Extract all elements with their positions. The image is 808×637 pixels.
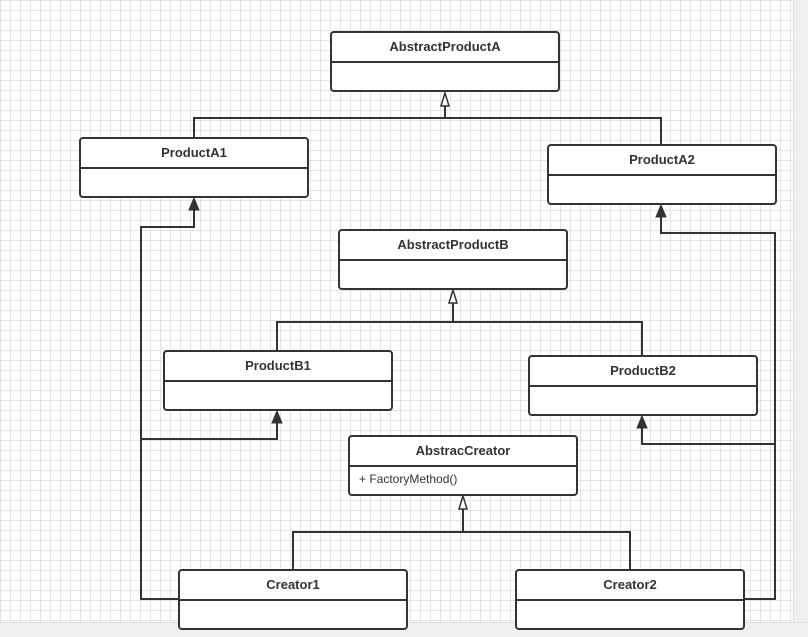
class-product-b1[interactable]: ProductB1 bbox=[163, 350, 393, 411]
dependency-creator2-a2 bbox=[660, 215, 776, 600]
class-members bbox=[180, 601, 406, 628]
generalization-creator2 bbox=[463, 531, 631, 569]
class-members bbox=[165, 382, 391, 409]
class-creator2[interactable]: Creator2 bbox=[515, 569, 745, 630]
inherit-arrow-creator bbox=[457, 493, 469, 510]
class-abstract-product-b[interactable]: AbstractProductB bbox=[338, 229, 568, 290]
class-name: AbstracCreator bbox=[350, 437, 576, 467]
inherit-arrow-a bbox=[439, 90, 451, 107]
class-creator1[interactable]: Creator1 bbox=[178, 569, 408, 630]
class-product-a2[interactable]: ProductA2 bbox=[547, 144, 777, 205]
generalization-creator1 bbox=[292, 505, 464, 569]
vertical-scrollbar[interactable] bbox=[793, 0, 808, 637]
class-members bbox=[332, 63, 558, 90]
class-members bbox=[340, 261, 566, 288]
class-name: AbstractProductB bbox=[340, 231, 566, 261]
class-name: ProductB1 bbox=[165, 352, 391, 382]
diagram-canvas[interactable] bbox=[0, 0, 793, 622]
generalization-a2 bbox=[445, 117, 662, 144]
class-members: + FactoryMethod() bbox=[359, 472, 458, 486]
class-name: Creator2 bbox=[517, 571, 743, 601]
class-name: AbstractProductA bbox=[332, 33, 558, 63]
class-members bbox=[517, 601, 743, 628]
generalization-b2 bbox=[453, 321, 643, 355]
arrow-to-b1 bbox=[271, 409, 283, 424]
class-members bbox=[530, 387, 756, 414]
arrow-to-b2 bbox=[636, 414, 648, 429]
dependency-creator2-b2 bbox=[641, 426, 775, 445]
inherit-arrow-b bbox=[447, 287, 459, 304]
class-name: Creator1 bbox=[180, 571, 406, 601]
generalization-a1 bbox=[193, 102, 446, 137]
class-product-b2[interactable]: ProductB2 bbox=[528, 355, 758, 416]
class-name: ProductA1 bbox=[81, 139, 307, 169]
class-members bbox=[81, 169, 307, 196]
class-name: ProductB2 bbox=[530, 357, 756, 387]
class-product-a1[interactable]: ProductA1 bbox=[79, 137, 309, 198]
class-members bbox=[549, 176, 775, 203]
arrow-to-a1 bbox=[188, 196, 200, 211]
generalization-b1 bbox=[276, 299, 454, 350]
class-abstract-product-a[interactable]: AbstractProductA bbox=[330, 31, 560, 92]
dependency-creator1-b1 bbox=[140, 421, 278, 600]
arrow-to-a2 bbox=[655, 203, 667, 218]
class-abstract-creator[interactable]: AbstracCreator + FactoryMethod() bbox=[348, 435, 578, 496]
class-name: ProductA2 bbox=[549, 146, 775, 176]
